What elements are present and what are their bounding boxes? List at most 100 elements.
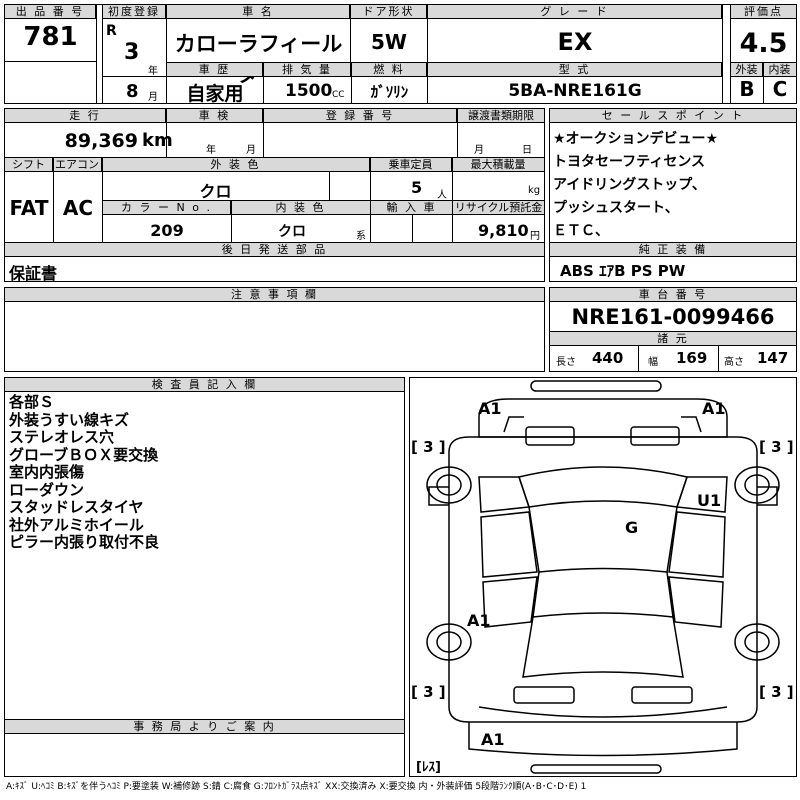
chassis-no: NRE161-0099466 xyxy=(571,305,775,329)
reg-right-line xyxy=(166,5,167,103)
inspector-block xyxy=(4,377,405,777)
inspector-note: スタッドレスタイヤ xyxy=(9,498,144,516)
length-label: 長さ xyxy=(556,357,576,368)
sales-line: アイドリングストップ、 xyxy=(553,177,706,193)
sales-line: ＥＴＣ、 xyxy=(553,223,609,239)
fuel: ｶﾞｿﾘﾝ xyxy=(370,83,409,101)
mark-less: [ﾚｽ] xyxy=(416,756,441,775)
legend: A:ｷｽﾞ U:ﾍｺﾐ B:ｷｽﾞを伴うﾍｺﾐ P:要塗装 W:補修跡 S:錆 … xyxy=(6,782,587,792)
inspector-note: ステレオレス穴 xyxy=(9,428,115,446)
int-color-unit: 系 xyxy=(356,231,366,242)
recycle-label: リサイクル預託金 xyxy=(453,201,544,215)
exterior-label: 外装 xyxy=(731,63,763,77)
office-top-line xyxy=(5,719,404,720)
transfer-day: 日 xyxy=(522,145,532,156)
equipment: ABS ｴｱB PS PW xyxy=(560,262,686,280)
office-label: 事 務 局 よ り ご 案 内 xyxy=(5,720,404,734)
color-inner-line xyxy=(329,172,330,201)
insp-year: 年 xyxy=(206,145,216,156)
later-parts-label: 後 日 発 送 部 品 xyxy=(5,243,544,257)
history: 自家用 xyxy=(186,83,244,105)
mark-a1-front-right: A1 xyxy=(702,399,726,418)
shift-label: シフト xyxy=(5,158,53,172)
mark-u1: U1 xyxy=(697,491,722,510)
insp-month: 月 xyxy=(246,145,256,156)
sales-label: セ ー ル ス ポ イ ン ト xyxy=(550,109,796,123)
sales-line: トヨタセーフティセンス xyxy=(553,154,706,170)
doors-right-line xyxy=(427,5,428,103)
row1-mid-line xyxy=(167,62,722,63)
score-mid-line xyxy=(730,62,796,63)
grade-right-line xyxy=(722,5,723,103)
mark-a1-front-left: A1 xyxy=(478,399,502,418)
inspector-notes: 各部Ｓ 外装うすい線キズ ステレオレス穴 グローブＢＯＸ要交換 室内内張傷 ロー… xyxy=(9,393,399,552)
mark-g: G xyxy=(625,518,639,537)
sales-block xyxy=(549,108,797,282)
mark-tire-front-right: [ 3 ] xyxy=(759,438,794,456)
era: R xyxy=(106,23,117,39)
mark-tire-rear-right: [ 3 ] xyxy=(759,683,794,701)
equip-top-line xyxy=(550,242,796,243)
inspector-note: 社外アルミホイール xyxy=(9,515,144,534)
history-right-line xyxy=(263,63,264,103)
transfer-month: 月 xyxy=(474,145,484,156)
mark-tire-front-left: [ 3 ] xyxy=(411,438,446,456)
reg-month: 8 xyxy=(126,81,139,102)
row2-line-b xyxy=(102,200,544,201)
mark-a1-bottom: A1 xyxy=(481,730,505,749)
score-left-line xyxy=(730,5,731,103)
caution-label: 注 意 事 項 欄 xyxy=(5,288,544,302)
dims-div-1 xyxy=(638,345,639,371)
history-label: 車 歴 xyxy=(167,63,263,77)
color-no-label: カ ラ ー N o . xyxy=(103,201,231,215)
later-parts: 保証書 xyxy=(9,264,58,283)
reg-no-label: 登 録 番 号 xyxy=(264,109,457,123)
yen-unit: 円 xyxy=(530,231,540,242)
car-diagram xyxy=(426,380,780,774)
width: 169 xyxy=(676,349,708,367)
ac-label: エアコン xyxy=(53,158,102,172)
capacity: 5 xyxy=(411,178,423,197)
int-color: クロ xyxy=(278,224,306,240)
insp-right-line xyxy=(263,109,264,157)
reg-year-unit: 年 xyxy=(148,66,158,77)
height: 147 xyxy=(757,349,789,367)
length: 440 xyxy=(592,349,624,367)
int-color-label: 内 装 色 xyxy=(231,201,370,215)
dims-div-2 xyxy=(718,345,719,371)
chassis-block xyxy=(549,287,797,372)
capacity-label: 乗車定員 xyxy=(370,158,452,172)
height-label: 高さ xyxy=(724,357,744,368)
top-header-block xyxy=(4,4,797,104)
colorno-right-line xyxy=(231,201,232,242)
mileage: 89,369 xyxy=(64,130,138,152)
interior-label: 内装 xyxy=(763,63,796,77)
doors: 5W xyxy=(371,30,407,54)
reg-year: 3 xyxy=(124,40,140,65)
inspector-note: 各部Ｓ xyxy=(9,393,55,411)
shift: FAT xyxy=(9,196,49,220)
recycle: 9,810 xyxy=(478,221,529,240)
inspector-note: グローブＢＯＸ要交換 xyxy=(9,445,159,464)
inspector-label: 検 査 員 記 入 欄 xyxy=(5,378,404,392)
score: 4.5 xyxy=(739,28,788,59)
chassis-label: 車 台 番 号 xyxy=(550,288,796,302)
sales-line: ★オークションデビュー★ xyxy=(553,131,719,147)
first-reg-label: 初度登録 xyxy=(102,5,166,19)
displacement-label: 排 気 量 xyxy=(264,63,351,77)
capacity-unit: 人 xyxy=(437,190,447,201)
first-reg-frame xyxy=(102,5,103,103)
fuel-label: 燃 料 xyxy=(352,63,427,77)
inspector-note: ピラー内張り取付不良 xyxy=(9,533,160,551)
ac: AC xyxy=(62,196,94,220)
dims-label: 諸 元 xyxy=(550,331,796,346)
score-label: 評価点 xyxy=(730,5,796,19)
mark-tire-rear-left: [ 3 ] xyxy=(411,683,446,701)
inspector-note: 外装うすい線キズ xyxy=(9,410,130,429)
reg-month-unit: 月 xyxy=(148,92,158,103)
mileage-right-line xyxy=(166,109,167,157)
model-label: 型 式 xyxy=(428,63,722,77)
import-label: 輸 入 車 xyxy=(371,201,452,215)
row2-line-a xyxy=(5,157,544,158)
grade-label: グ レ ー ド xyxy=(428,5,722,19)
